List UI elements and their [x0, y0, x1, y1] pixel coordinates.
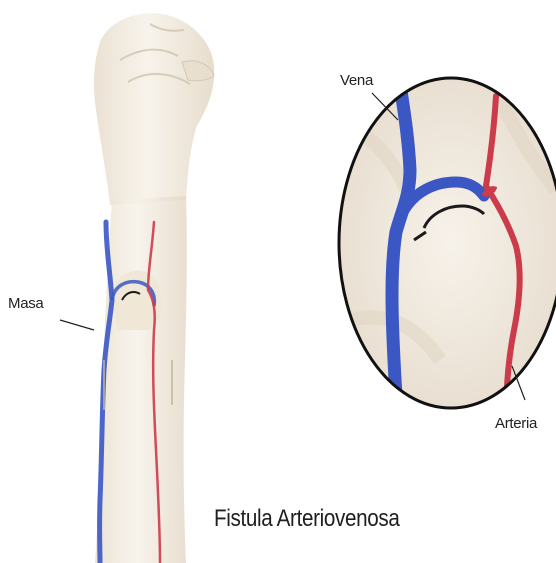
label-vena: Vena: [340, 72, 373, 89]
magnified-view: [339, 70, 556, 420]
label-arteria: Arteria: [495, 415, 537, 432]
masa-leader-line: [60, 320, 94, 330]
label-masa: Masa: [8, 295, 43, 312]
hand: [94, 13, 214, 205]
forearm-hand: [94, 13, 214, 563]
diagram-title: Fistula Arteriovenosa: [214, 505, 400, 533]
